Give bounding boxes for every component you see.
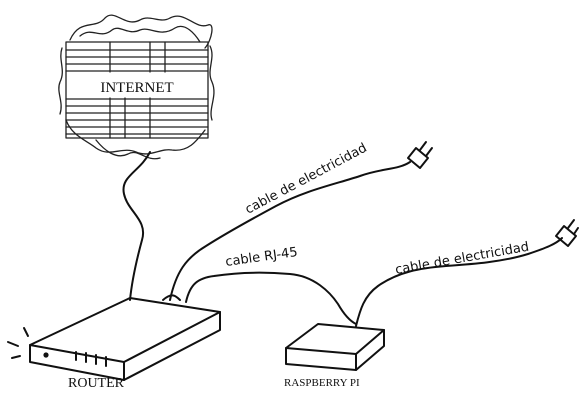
- router-power-light: [43, 352, 49, 358]
- router-blink-mark: [23, 327, 29, 337]
- rj45-cable: [185, 271, 357, 325]
- router: [7, 294, 221, 381]
- internet-router-cable: [122, 151, 151, 301]
- internet-label: INTERNET: [100, 80, 173, 96]
- internet-cloud: INTERNET: [58, 14, 215, 160]
- plug-icon: [555, 219, 579, 247]
- pi-label: RASPBERRY PI: [284, 377, 360, 389]
- plug-icon: [407, 141, 433, 169]
- router-label: ROUTER: [68, 376, 125, 391]
- rj45-label: cable RJ-45: [224, 245, 298, 270]
- raspberry-pi: [285, 323, 385, 371]
- pi-power-cable: [355, 237, 563, 327]
- router-power-cable: [169, 161, 411, 301]
